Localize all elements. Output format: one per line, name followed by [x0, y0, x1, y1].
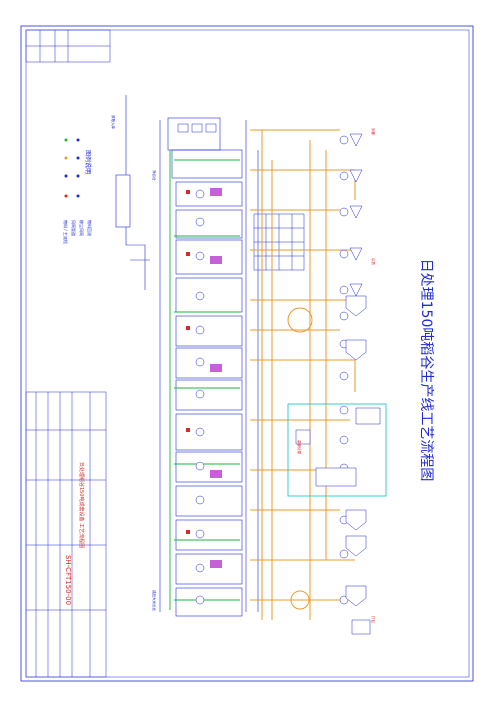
annotation-packing: 打包 [371, 616, 376, 624]
legend-title: 图例说明 [84, 150, 92, 174]
annotation-rice-out: 成品大米出仓 [152, 590, 157, 611]
machine-icons [177, 123, 222, 605]
legend-item-0: 物料 / 主流程 [63, 220, 69, 244]
green-lines [169, 150, 240, 610]
title-block-name: 日处理稻谷150吨成套设备 工艺流程图 [78, 462, 85, 548]
revision-strip [25, 29, 111, 63]
annotation-bran: 米糠 [371, 128, 376, 135]
annotation-storage: 净谷仓 [152, 170, 157, 181]
cyclone-column [339, 133, 371, 635]
drawing-number: SH-CFT150-00 [64, 555, 72, 605]
legend: 图例说明 物料 / 主流程 风网管道 除尘风网 物料回流 [63, 138, 93, 244]
legend-item-1: 风网管道 [71, 220, 77, 236]
outer-frame [20, 25, 474, 682]
legend-symbols [64, 138, 80, 198]
drawing-title: 日处理150吨稻谷生产线工艺流程图 [418, 259, 434, 482]
annotation-stone: 杂质 [371, 258, 376, 266]
title-block [25, 391, 107, 678]
annotation-husk: 砻糠处理 [297, 440, 302, 454]
orange-piping [250, 129, 356, 620]
inner-frame [25, 29, 470, 678]
equipment-rows [159, 117, 259, 617]
husk-subsystem [287, 403, 387, 497]
legend-item-2: 除尘风网 [79, 220, 85, 236]
annotation-intake: 原粮入库 [111, 115, 116, 129]
intake-line [115, 95, 150, 290]
legend-item-3: 物料回流 [87, 220, 93, 236]
